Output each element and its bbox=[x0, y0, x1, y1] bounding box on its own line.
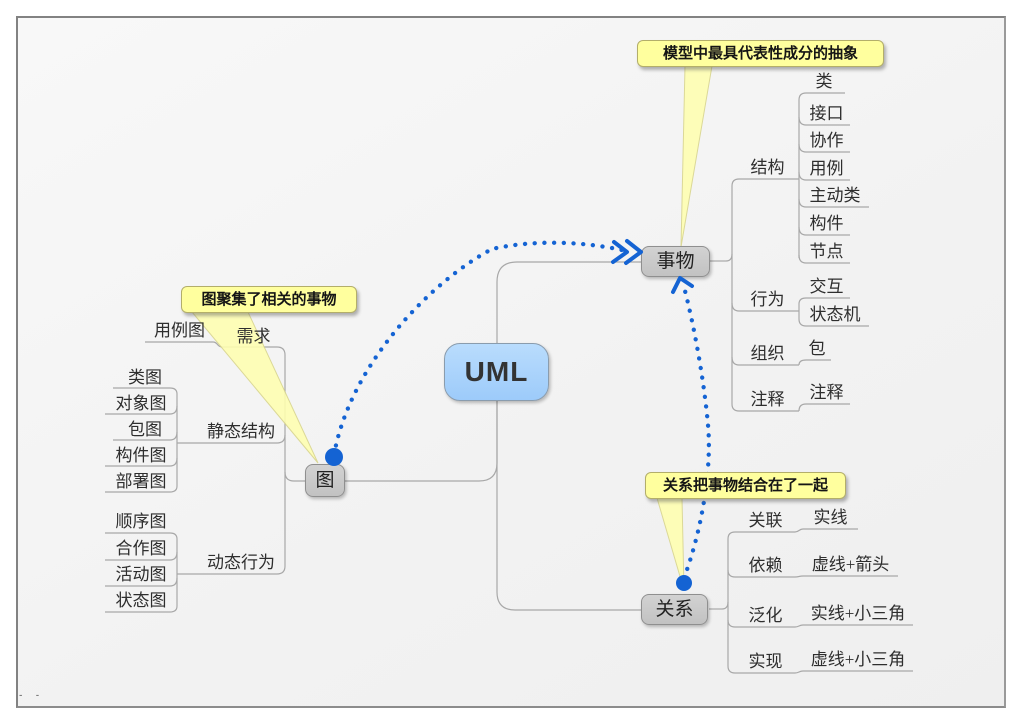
node-requirement[interactable]: 需求 bbox=[236, 327, 271, 346]
node-interface[interactable]: 接口 bbox=[809, 104, 844, 123]
node-behavior[interactable]: 行为 bbox=[750, 290, 785, 309]
node-association[interactable]: 关联 bbox=[748, 511, 783, 530]
node-activity-diagram[interactable]: 活动图 bbox=[115, 565, 167, 584]
node-component-diagram[interactable]: 构件图 bbox=[115, 446, 167, 465]
node-class[interactable]: 类 bbox=[815, 72, 833, 91]
footer-marks: - - bbox=[18, 691, 44, 701]
node-structure[interactable]: 结构 bbox=[750, 158, 785, 177]
node-sequence-diagram[interactable]: 顺序图 bbox=[115, 512, 167, 531]
node-annotation[interactable]: 注释 bbox=[809, 383, 844, 402]
node-dashed-line-arrow[interactable]: 虚线+箭头 bbox=[811, 555, 890, 574]
branch-node-relations[interactable]: 关系 bbox=[641, 594, 708, 625]
node-state-machine[interactable]: 状态机 bbox=[809, 305, 861, 324]
node-collaboration[interactable]: 协作 bbox=[809, 131, 844, 150]
node-dashed-line-triangle[interactable]: 虚线+小三角 bbox=[810, 650, 906, 669]
node-solid-line[interactable]: 实线 bbox=[813, 508, 848, 527]
node-generalization[interactable]: 泛化 bbox=[748, 606, 783, 625]
node-package-diagram[interactable]: 包图 bbox=[128, 420, 162, 439]
root-node-uml[interactable]: UML bbox=[444, 343, 549, 401]
node-use-case[interactable]: 用例 bbox=[809, 159, 844, 178]
branch-node-things[interactable]: 事物 bbox=[641, 246, 710, 277]
node-solid-line-triangle[interactable]: 实线+小三角 bbox=[810, 604, 906, 623]
node-use-case-diagram[interactable]: 用例图 bbox=[154, 321, 205, 340]
node-annotation-group[interactable]: 注释 bbox=[750, 390, 785, 409]
node-static-structure[interactable]: 静态结构 bbox=[207, 422, 275, 441]
node-collaboration-diagram[interactable]: 合作图 bbox=[115, 539, 167, 558]
branch-node-diagrams[interactable]: 图 bbox=[305, 464, 345, 497]
node-class-diagram[interactable]: 类图 bbox=[128, 368, 162, 387]
callout-diagrams[interactable]: 图聚集了相关的事物 bbox=[181, 286, 357, 313]
callout-relations[interactable]: 关系把事物结合在了一起 bbox=[645, 472, 846, 499]
node-component[interactable]: 构件 bbox=[809, 214, 844, 233]
node-dependency[interactable]: 依赖 bbox=[748, 556, 783, 575]
node-package[interactable]: 包 bbox=[808, 339, 826, 358]
callout-things[interactable]: 模型中最具代表性成分的抽象 bbox=[637, 40, 884, 67]
node-organization[interactable]: 组织 bbox=[750, 344, 785, 363]
node-object-diagram[interactable]: 对象图 bbox=[115, 394, 167, 413]
node-active-class[interactable]: 主动类 bbox=[809, 186, 861, 205]
node-deployment-diagram[interactable]: 部署图 bbox=[115, 472, 167, 491]
node-interaction[interactable]: 交互 bbox=[809, 277, 844, 296]
node-node[interactable]: 节点 bbox=[809, 242, 844, 261]
node-dynamic-behavior[interactable]: 动态行为 bbox=[207, 553, 275, 572]
node-realization[interactable]: 实现 bbox=[748, 652, 783, 671]
node-state-diagram[interactable]: 状态图 bbox=[115, 591, 167, 610]
